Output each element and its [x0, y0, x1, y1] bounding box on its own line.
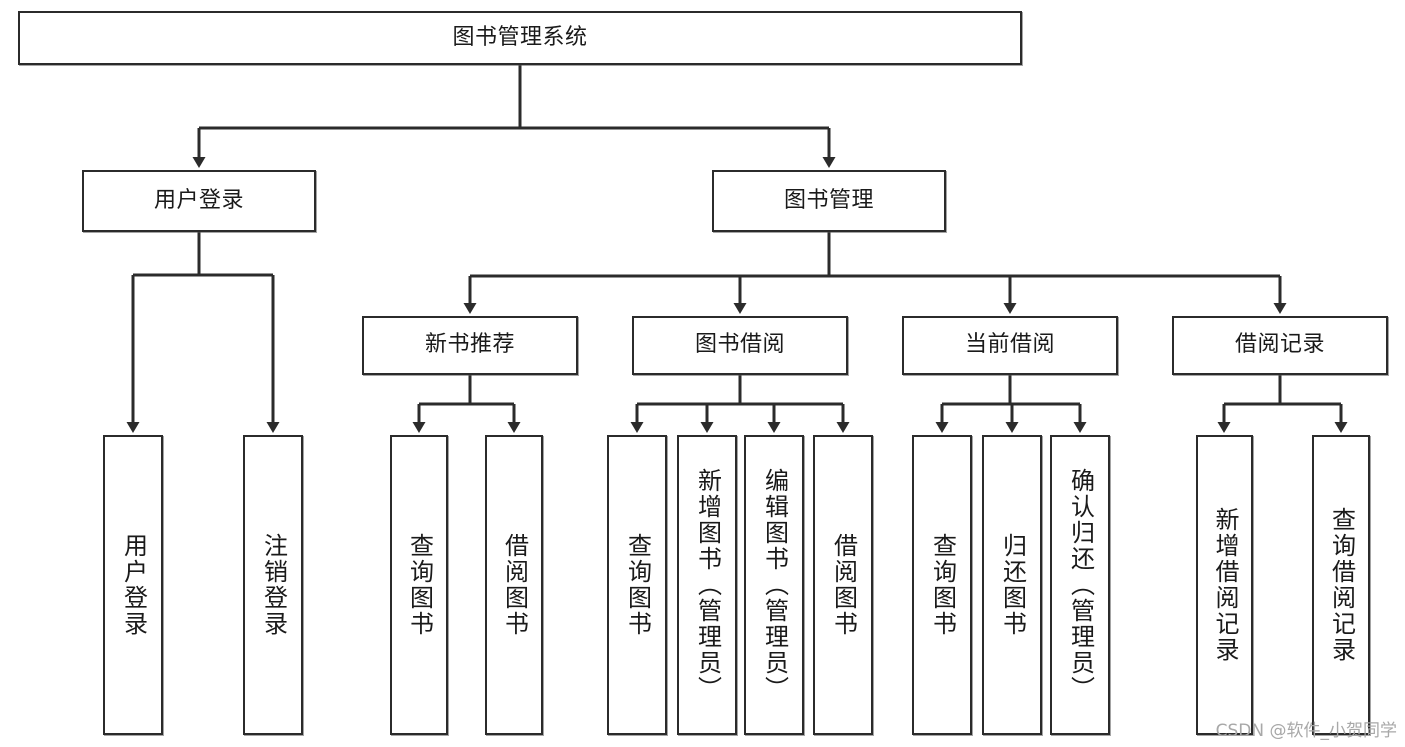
- node-leaf-add-record[interactable]: 新增借阅记录: [1196, 435, 1253, 735]
- node-leaf-user-login[interactable]: 用户登录: [103, 435, 163, 735]
- node-label: 新书推荐: [424, 332, 515, 358]
- node-label: 查询图书: [623, 533, 652, 637]
- node-label: 注销登录: [259, 533, 288, 637]
- node-book-manage[interactable]: 图书管理: [712, 170, 946, 232]
- node-label: 查询借阅记录: [1327, 507, 1356, 663]
- node-label: 用户登录: [153, 187, 244, 213]
- node-label: 新增借阅记录: [1210, 507, 1239, 663]
- node-leaf-edit-book[interactable]: 编辑图书（管理员）: [744, 435, 804, 735]
- node-root[interactable]: 图书管理系统: [18, 11, 1022, 65]
- node-leaf-borrow-book-2[interactable]: 借阅图书: [813, 435, 873, 735]
- node-leaf-query-record[interactable]: 查询借阅记录: [1312, 435, 1370, 735]
- node-label: 编辑图书（管理员）: [760, 468, 789, 702]
- node-label: 图书借阅: [694, 332, 785, 358]
- node-label: 查询图书: [405, 533, 434, 637]
- node-current-borrow[interactable]: 当前借阅: [902, 316, 1118, 375]
- node-label: 新增图书（管理员）: [693, 468, 722, 702]
- node-label: 图书管理: [783, 187, 874, 213]
- node-leaf-confirm-return[interactable]: 确认归还（管理员）: [1050, 435, 1110, 735]
- node-leaf-query-book-3[interactable]: 查询图书: [912, 435, 972, 735]
- node-label: 确认归还（管理员）: [1066, 468, 1095, 702]
- node-user-login[interactable]: 用户登录: [82, 170, 316, 232]
- node-label: 归还图书: [998, 533, 1027, 637]
- node-label: 借阅图书: [829, 533, 858, 637]
- node-leaf-logout[interactable]: 注销登录: [243, 435, 303, 735]
- watermark-csdn: CSDN @软件_小贺同学: [1215, 721, 1397, 741]
- node-label: 借阅图书: [500, 533, 529, 637]
- node-label: 用户登录: [119, 533, 148, 637]
- node-leaf-return-book[interactable]: 归还图书: [982, 435, 1042, 735]
- node-new-book-rec[interactable]: 新书推荐: [362, 316, 578, 375]
- node-label: 借阅记录: [1234, 332, 1325, 358]
- node-leaf-query-book-2[interactable]: 查询图书: [607, 435, 667, 735]
- node-book-borrow[interactable]: 图书借阅: [632, 316, 848, 375]
- node-label: 查询图书: [928, 533, 957, 637]
- node-label: 当前借阅: [964, 332, 1055, 358]
- node-leaf-borrow-book-1[interactable]: 借阅图书: [485, 435, 543, 735]
- node-leaf-query-book-1[interactable]: 查询图书: [390, 435, 448, 735]
- node-leaf-add-book[interactable]: 新增图书（管理员）: [677, 435, 737, 735]
- node-label: 图书管理系统: [452, 24, 588, 50]
- node-borrow-record[interactable]: 借阅记录: [1172, 316, 1388, 375]
